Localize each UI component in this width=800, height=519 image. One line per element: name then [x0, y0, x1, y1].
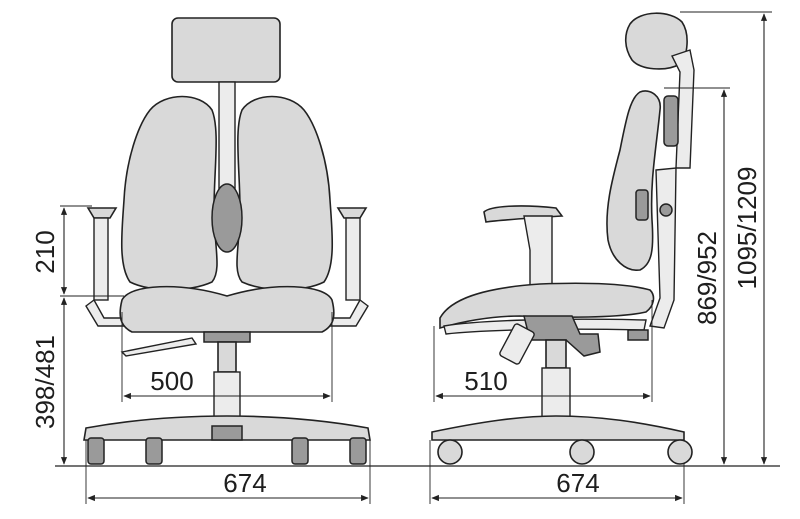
- front-headrest-post: [218, 81, 236, 193]
- side-caster-1: [437, 439, 463, 465]
- dim-front-base-width: 674: [85, 440, 371, 504]
- label-front-seat-width: 500: [150, 366, 193, 396]
- front-caster-2: [145, 437, 163, 465]
- label-front-base-width: 674: [223, 468, 266, 498]
- label-front-seat-height: 398/481: [30, 335, 60, 429]
- side-gas-cylinder-top: [545, 339, 567, 369]
- front-armrest-right-pad: [336, 207, 368, 219]
- side-mechanism: [523, 315, 601, 357]
- side-caster-2: [569, 439, 595, 465]
- dim-side-seat-depth: 510: [433, 300, 653, 402]
- front-armrest-right-post: [345, 217, 361, 301]
- side-rear-lever: [627, 329, 649, 341]
- label-side-back-height: 869/952: [692, 231, 722, 325]
- front-seat: [119, 285, 335, 333]
- label-side-total-height: 1095/1209: [732, 167, 762, 290]
- front-base-hub: [211, 425, 243, 441]
- side-lumbar-pad: [635, 189, 649, 221]
- side-back-bracket: [649, 167, 677, 329]
- front-lumbar-support: [211, 183, 243, 253]
- front-view-chair: [83, 17, 371, 465]
- side-base: [431, 415, 685, 441]
- dim-side-total-height: 1095/1209: [680, 11, 772, 465]
- side-backrest: [606, 90, 661, 271]
- front-headrest: [171, 17, 281, 83]
- dim-side-base-depth: 674: [429, 440, 685, 504]
- front-back-cushion-right: [236, 95, 334, 291]
- dim-side-back-height: 869/952: [664, 87, 730, 465]
- front-armrest-left-pad: [86, 207, 118, 219]
- side-back-spring: [663, 95, 679, 147]
- label-side-base-depth: 674: [556, 468, 599, 498]
- side-armrest-pad: [483, 205, 564, 223]
- dim-front-armrest-height: 210: [30, 205, 124, 297]
- front-tilt-lever: [120, 337, 198, 357]
- front-caster-4: [349, 437, 367, 465]
- front-caster-3: [291, 437, 309, 465]
- side-tilt-knob: [499, 323, 535, 365]
- side-adjust-knob: [659, 203, 673, 217]
- front-gas-cylinder-top: [217, 341, 237, 373]
- label-front-armrest-height: 210: [30, 230, 60, 273]
- dim-front-seat-width: 500: [121, 312, 333, 402]
- front-caster-1: [87, 437, 105, 465]
- side-view-chair: [431, 12, 695, 465]
- front-back-cushion-left: [120, 95, 218, 291]
- side-seat: [439, 282, 655, 330]
- front-armrest-left-post: [93, 217, 109, 301]
- front-mechanism: [203, 331, 251, 343]
- dim-front-seat-height: 398/481: [30, 297, 68, 465]
- side-caster-3: [667, 439, 693, 465]
- label-side-seat-depth: 510: [464, 366, 507, 396]
- side-gas-cylinder-sleeve: [541, 367, 571, 419]
